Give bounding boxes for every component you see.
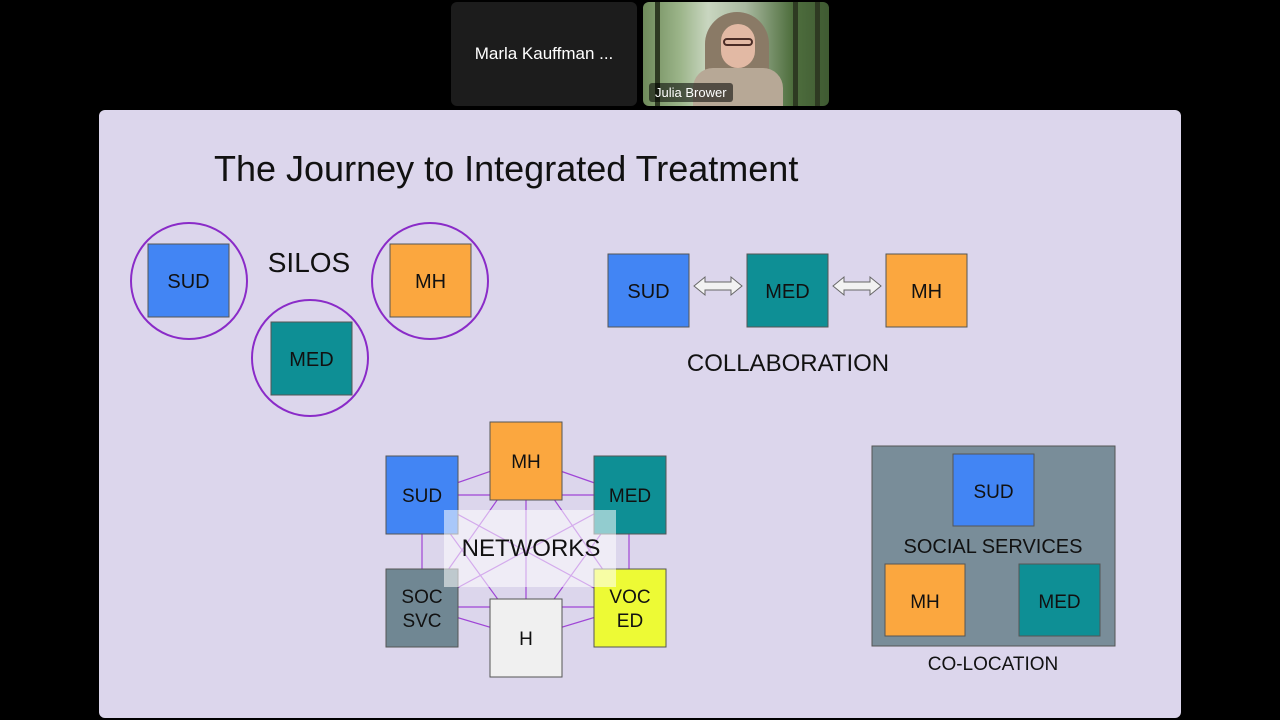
silos-heading: SILOS: [268, 247, 350, 278]
collab-box-med: [746, 253, 829, 328]
double-arrow-icon: [693, 275, 743, 297]
background-tree: [793, 2, 798, 106]
network-label-ed: ED: [617, 611, 643, 632]
collaboration-heading: COLLABORATION: [687, 350, 889, 377]
participant-name: Marla Kauffman ...: [474, 44, 614, 63]
network-label-sud: SUD: [402, 486, 442, 507]
network-box-h: [489, 598, 563, 678]
colocation-box-mh: [884, 563, 966, 637]
background-tree: [815, 2, 820, 106]
silo-ring-med: [251, 299, 369, 417]
collab-box-mh: [885, 253, 968, 328]
double-arrow-icon: [832, 275, 882, 297]
silo-ring-mh: [371, 222, 489, 340]
colocation-box-med: [1018, 563, 1101, 637]
silo-box-sud: [147, 243, 230, 318]
silo-label-mh: MH: [415, 271, 446, 293]
participant-video-face: [721, 24, 755, 68]
colocation-label-mh: MH: [910, 592, 940, 613]
colocation-label-sud: SUD: [973, 482, 1013, 503]
silo-ring-sud: [130, 222, 248, 340]
shared-slide: The Journey to Integrated Treatment SUD …: [99, 110, 1181, 718]
collab-box-sud: [607, 253, 690, 328]
network-label-svc: SVC: [402, 611, 441, 632]
silo-box-mh: [389, 243, 472, 318]
silo-box-med: [270, 321, 353, 396]
networks-heading: NETWORKS: [462, 535, 601, 562]
participant-tile-julia[interactable]: Julia Brower: [643, 2, 829, 106]
silo-label-med: MED: [289, 349, 333, 371]
network-label-voc: VOC: [609, 587, 650, 608]
network-label-h: H: [519, 629, 533, 650]
slide-title: The Journey to Integrated Treatment: [214, 148, 799, 189]
network-label-med: MED: [609, 486, 651, 507]
network-label-mh: MH: [511, 452, 541, 473]
network-label-soc: SOC: [401, 587, 442, 608]
collab-label-mh: MH: [911, 281, 942, 303]
silo-label-sud: SUD: [167, 271, 209, 293]
background-tree: [655, 2, 660, 106]
integration-diagram: SUD MH MED SILOS SUD MED MH COLLABORATIO…: [130, 222, 1116, 678]
participant-tile-marla[interactable]: Marla Kauffman ...: [451, 2, 637, 106]
social-services-label: SOCIAL SERVICES: [904, 536, 1083, 558]
networks-label-backdrop: [444, 510, 616, 587]
participant-name: Julia Brower: [649, 83, 733, 102]
colocation-box-sud: [952, 453, 1035, 527]
collab-label-sud: SUD: [627, 281, 669, 303]
colocation-heading: CO-LOCATION: [928, 654, 1059, 675]
collab-label-med: MED: [765, 281, 809, 303]
colocation-label-med: MED: [1038, 592, 1080, 613]
network-box-mh: [489, 421, 563, 501]
participant-video-glasses: [723, 38, 753, 46]
